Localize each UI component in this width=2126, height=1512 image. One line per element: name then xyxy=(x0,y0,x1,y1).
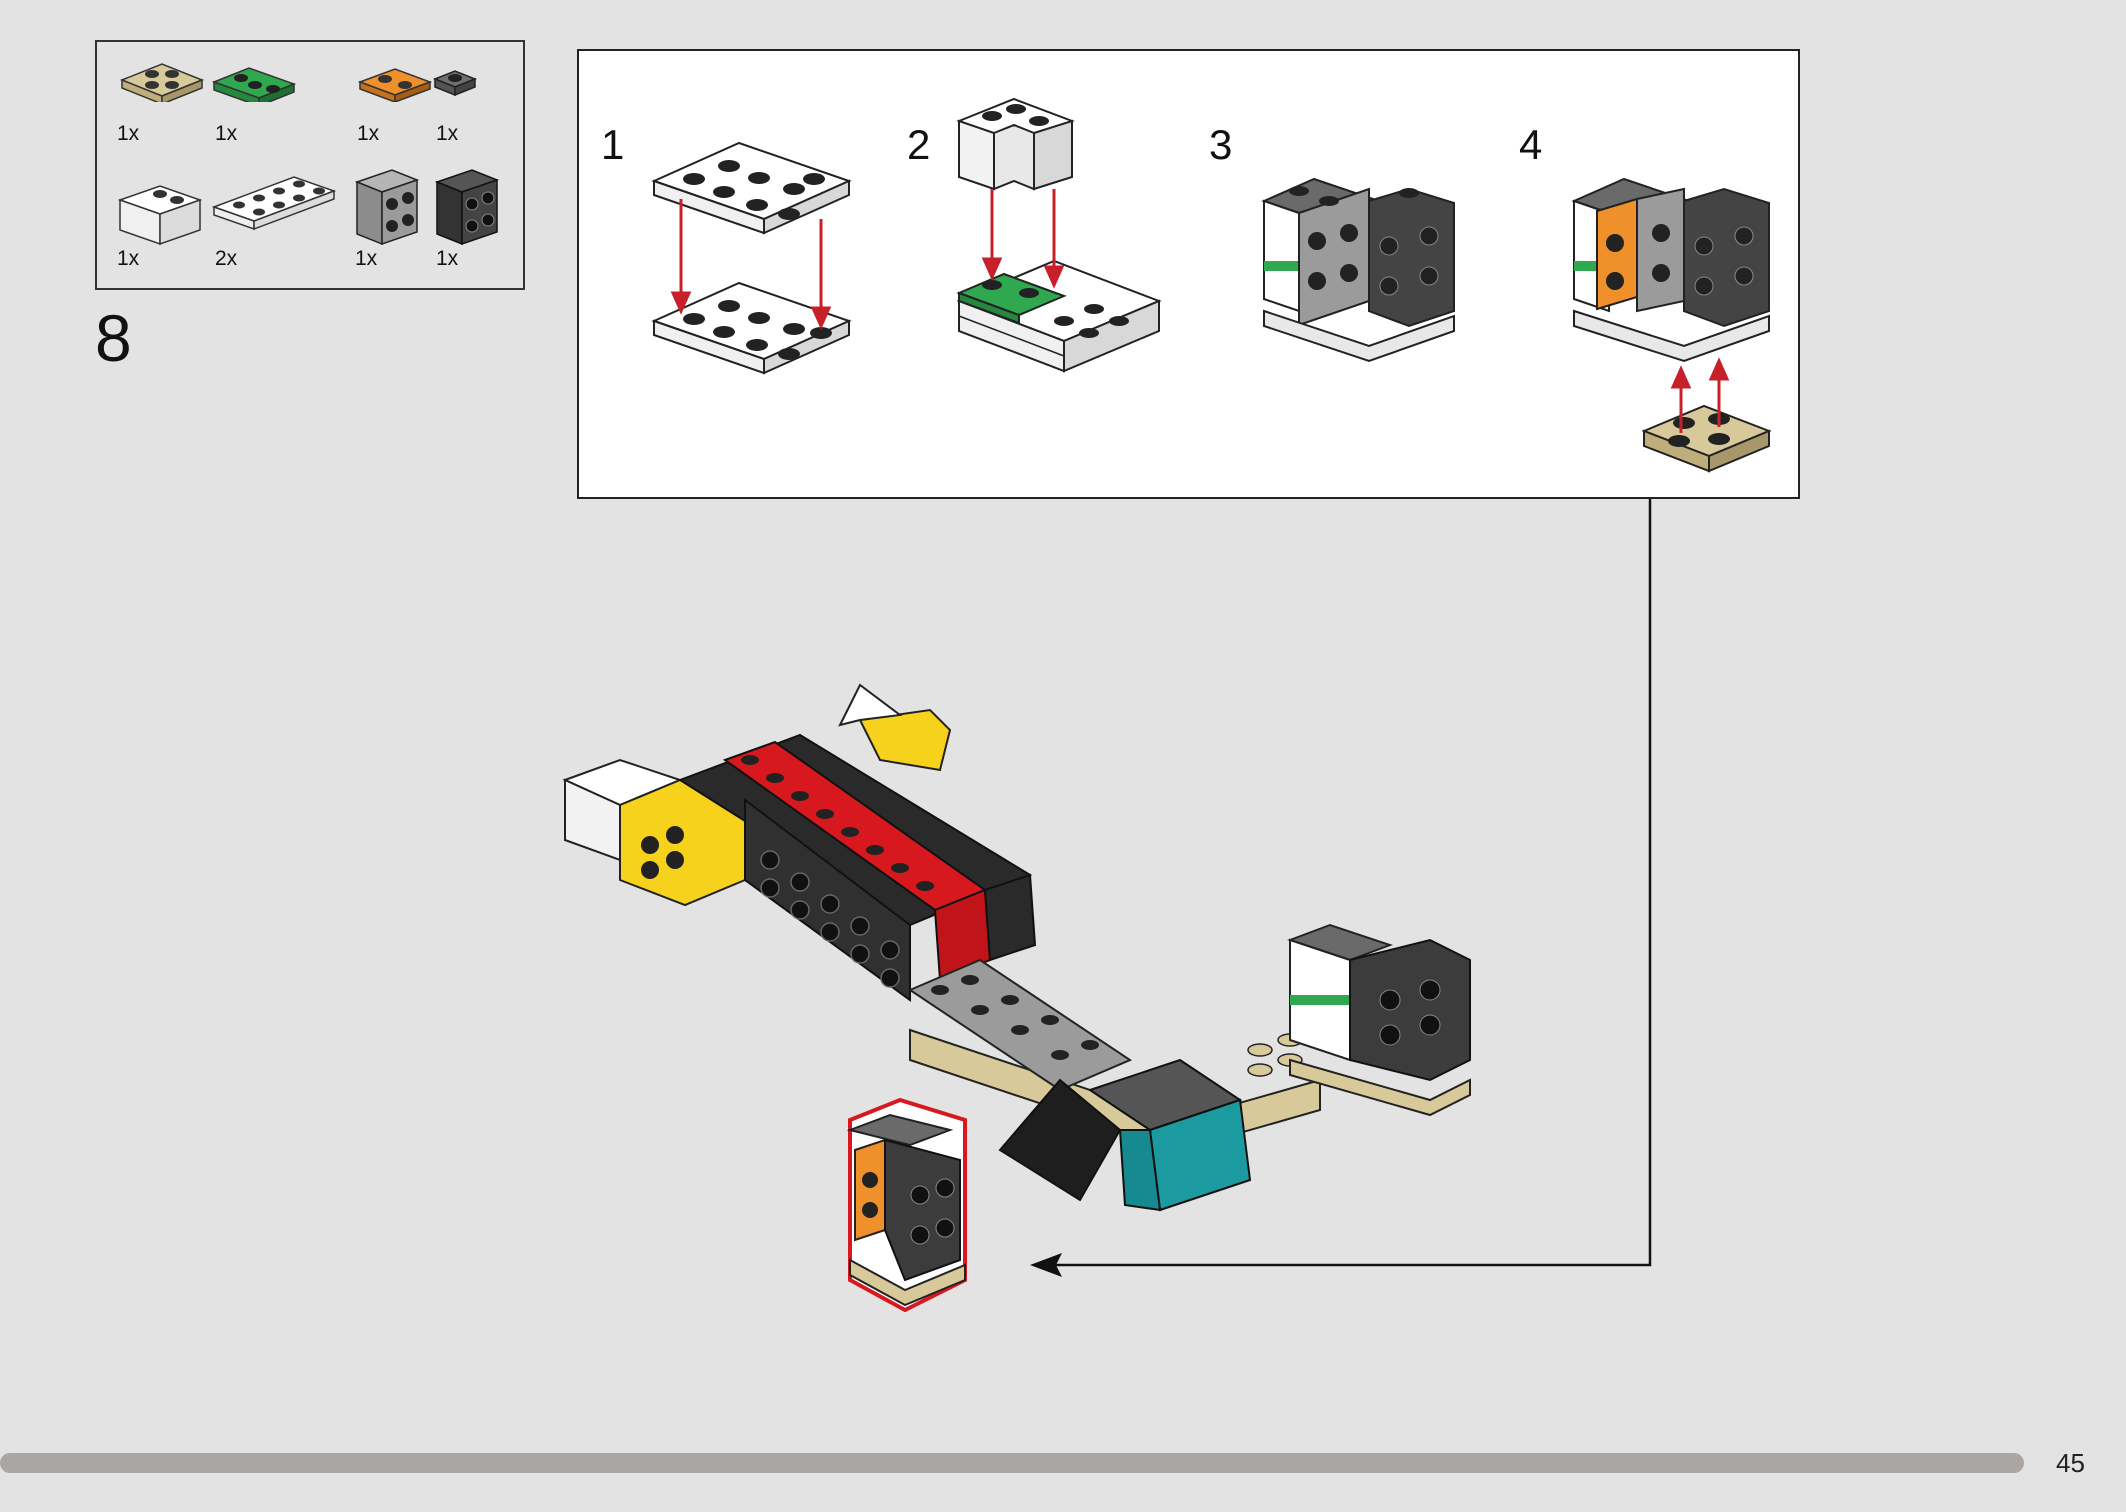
white-plate-2x4-icon xyxy=(211,176,337,231)
qty-orange-plate: 1x xyxy=(357,122,380,145)
substeps-box: 1 2 3 4 xyxy=(577,49,1800,499)
substep-number-1: 1 xyxy=(601,121,625,168)
substep-1-illustration xyxy=(651,141,852,375)
green-plate-icon xyxy=(211,67,297,102)
down-arrows xyxy=(981,189,1065,289)
orange-plate-icon xyxy=(357,68,433,102)
green-plate-and-white-plates xyxy=(956,259,1162,373)
white-corner-brick xyxy=(956,97,1075,191)
right-engine-assembly xyxy=(1287,923,1471,1117)
parts-list-box: 1x 1x 1x 1x 1x 2x 1x 1x xyxy=(95,40,525,290)
substep-3-illustration xyxy=(1261,177,1455,363)
white-plate-top xyxy=(651,141,852,235)
qty-white-brick: 1x xyxy=(117,247,140,270)
page-number: 45 xyxy=(2056,1448,2085,1478)
white-brick-icon xyxy=(117,185,203,246)
main-model-illustration xyxy=(562,683,1471,1313)
down-arrows xyxy=(670,199,832,330)
black-brick-studs-icon xyxy=(434,169,500,246)
substep-number-2: 2 xyxy=(907,121,931,168)
tan-plate-icon xyxy=(119,63,205,102)
qty-white-plate-2x4: 2x xyxy=(215,247,238,270)
qty-dark-gray-plate: 1x xyxy=(436,122,459,145)
white-plate-bottom xyxy=(651,281,852,375)
tan-plate-below xyxy=(1641,404,1772,473)
qty-black-brick: 1x xyxy=(436,247,459,270)
substep-number-3: 3 xyxy=(1209,121,1233,168)
substep-number-4: 4 xyxy=(1519,121,1543,168)
qty-green-plate: 1x xyxy=(215,122,238,145)
qty-gray-brick: 1x xyxy=(355,247,378,270)
step-number: 8 xyxy=(95,301,132,375)
substep-2-illustration xyxy=(956,97,1162,373)
new-engine-assembly-highlight xyxy=(846,1097,967,1313)
dark-gray-plate-icon xyxy=(432,70,478,97)
gray-brick-studs-icon xyxy=(354,169,420,246)
progress-bar xyxy=(0,1453,2024,1473)
up-arrows xyxy=(1670,357,1730,433)
substep-4-illustration xyxy=(1571,177,1772,473)
qty-tan-plate: 1x xyxy=(117,122,140,145)
